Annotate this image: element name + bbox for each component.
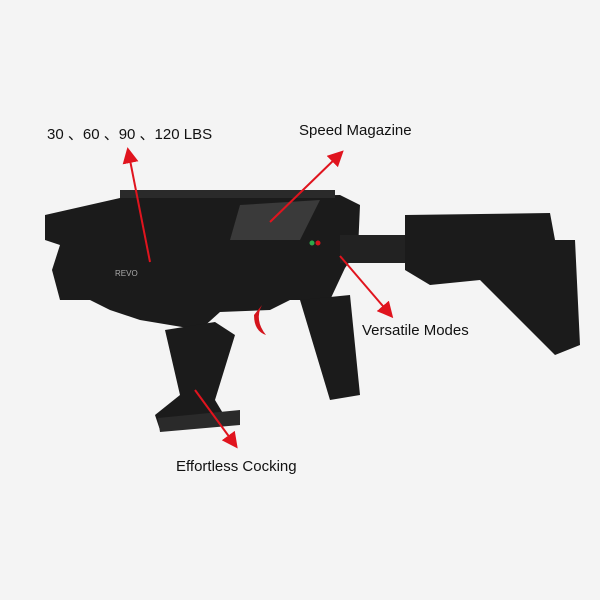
label-effortless-cocking: Effortless Cocking — [176, 458, 297, 475]
label-speed-magazine: Speed Magazine — [299, 122, 412, 139]
front-grip — [155, 322, 235, 430]
crossbow-body: REVO — [45, 190, 580, 432]
arrow-speed-magazine — [269, 150, 344, 223]
cocking-foot-plate — [158, 410, 240, 432]
rear-grip — [300, 295, 360, 400]
stock — [405, 213, 580, 355]
top-rail — [120, 190, 335, 198]
speed-magazine — [230, 200, 320, 240]
mode-indicator-red — [315, 240, 321, 246]
arrow-versatile-modes — [339, 255, 394, 319]
annotation-arrows — [122, 147, 394, 449]
arrow-draw-weight — [122, 147, 151, 263]
trigger — [254, 305, 266, 335]
label-draw-weight: 30 、60 、90 、120 LBS — [47, 126, 213, 143]
mode-indicator-green — [309, 240, 315, 246]
model-marking: REVO — [115, 269, 138, 278]
arrow-effortless-cocking — [194, 389, 238, 449]
label-versatile-modes: Versatile Modes — [362, 322, 469, 339]
